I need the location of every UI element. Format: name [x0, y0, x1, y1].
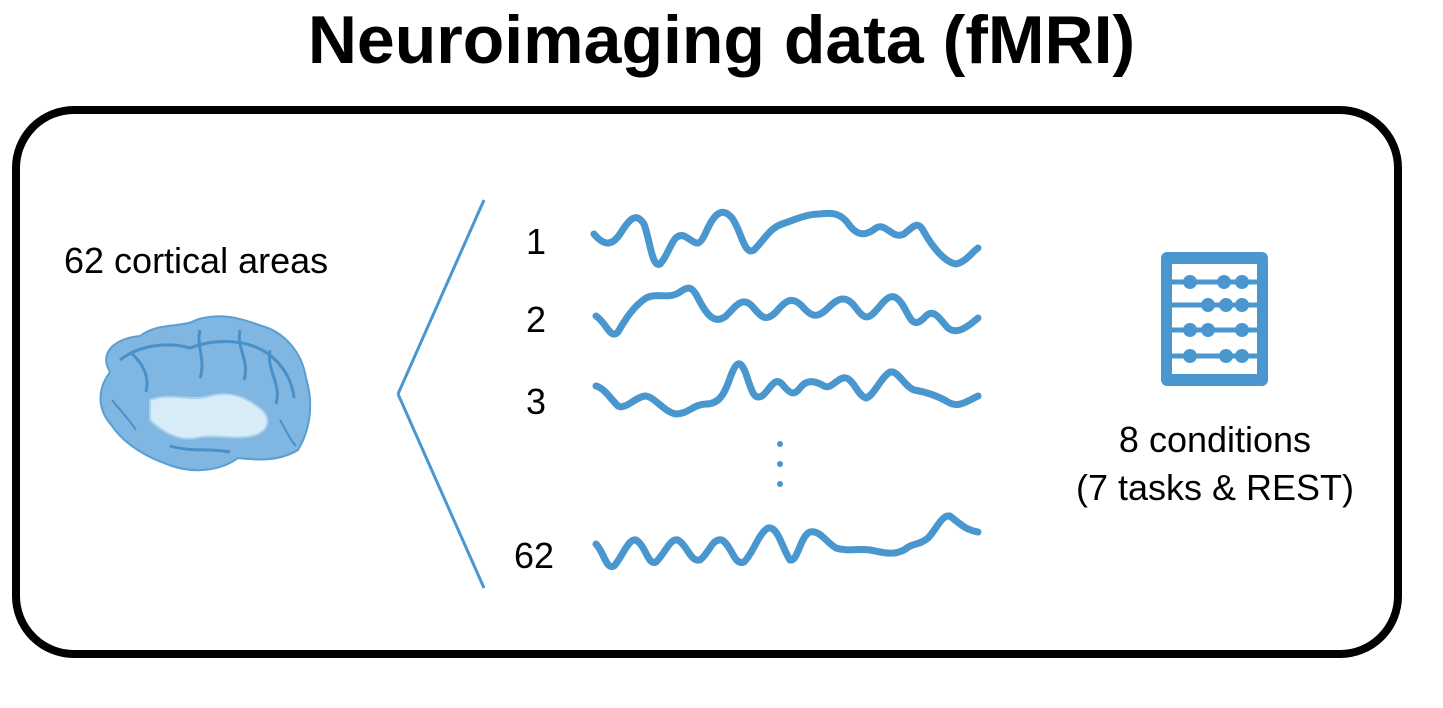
row-label-1: 1 [525, 221, 546, 262]
signal-trace-1 [590, 208, 982, 268]
conditions-label: 8 conditions [1118, 419, 1312, 460]
signal-trace-62 [592, 512, 982, 571]
brain-icon [99, 315, 312, 472]
conditions-detail: (7 tasks & REST) [1075, 467, 1355, 508]
vertical-ellipsis [777, 441, 783, 487]
fan-lines [396, 199, 486, 589]
cortical-areas-label: 62 cortical areas [64, 240, 329, 281]
row-label-3: 3 [525, 381, 546, 422]
signal-trace-3 [592, 360, 982, 418]
row-label-62: 62 [513, 535, 554, 576]
data-panel [12, 106, 1402, 658]
signal-trace-2 [592, 284, 982, 338]
row-label-2: 2 [525, 299, 546, 340]
abacus-icon [1161, 252, 1268, 386]
diagram-title: Neuroimaging data (fMRI) [307, 2, 1136, 78]
